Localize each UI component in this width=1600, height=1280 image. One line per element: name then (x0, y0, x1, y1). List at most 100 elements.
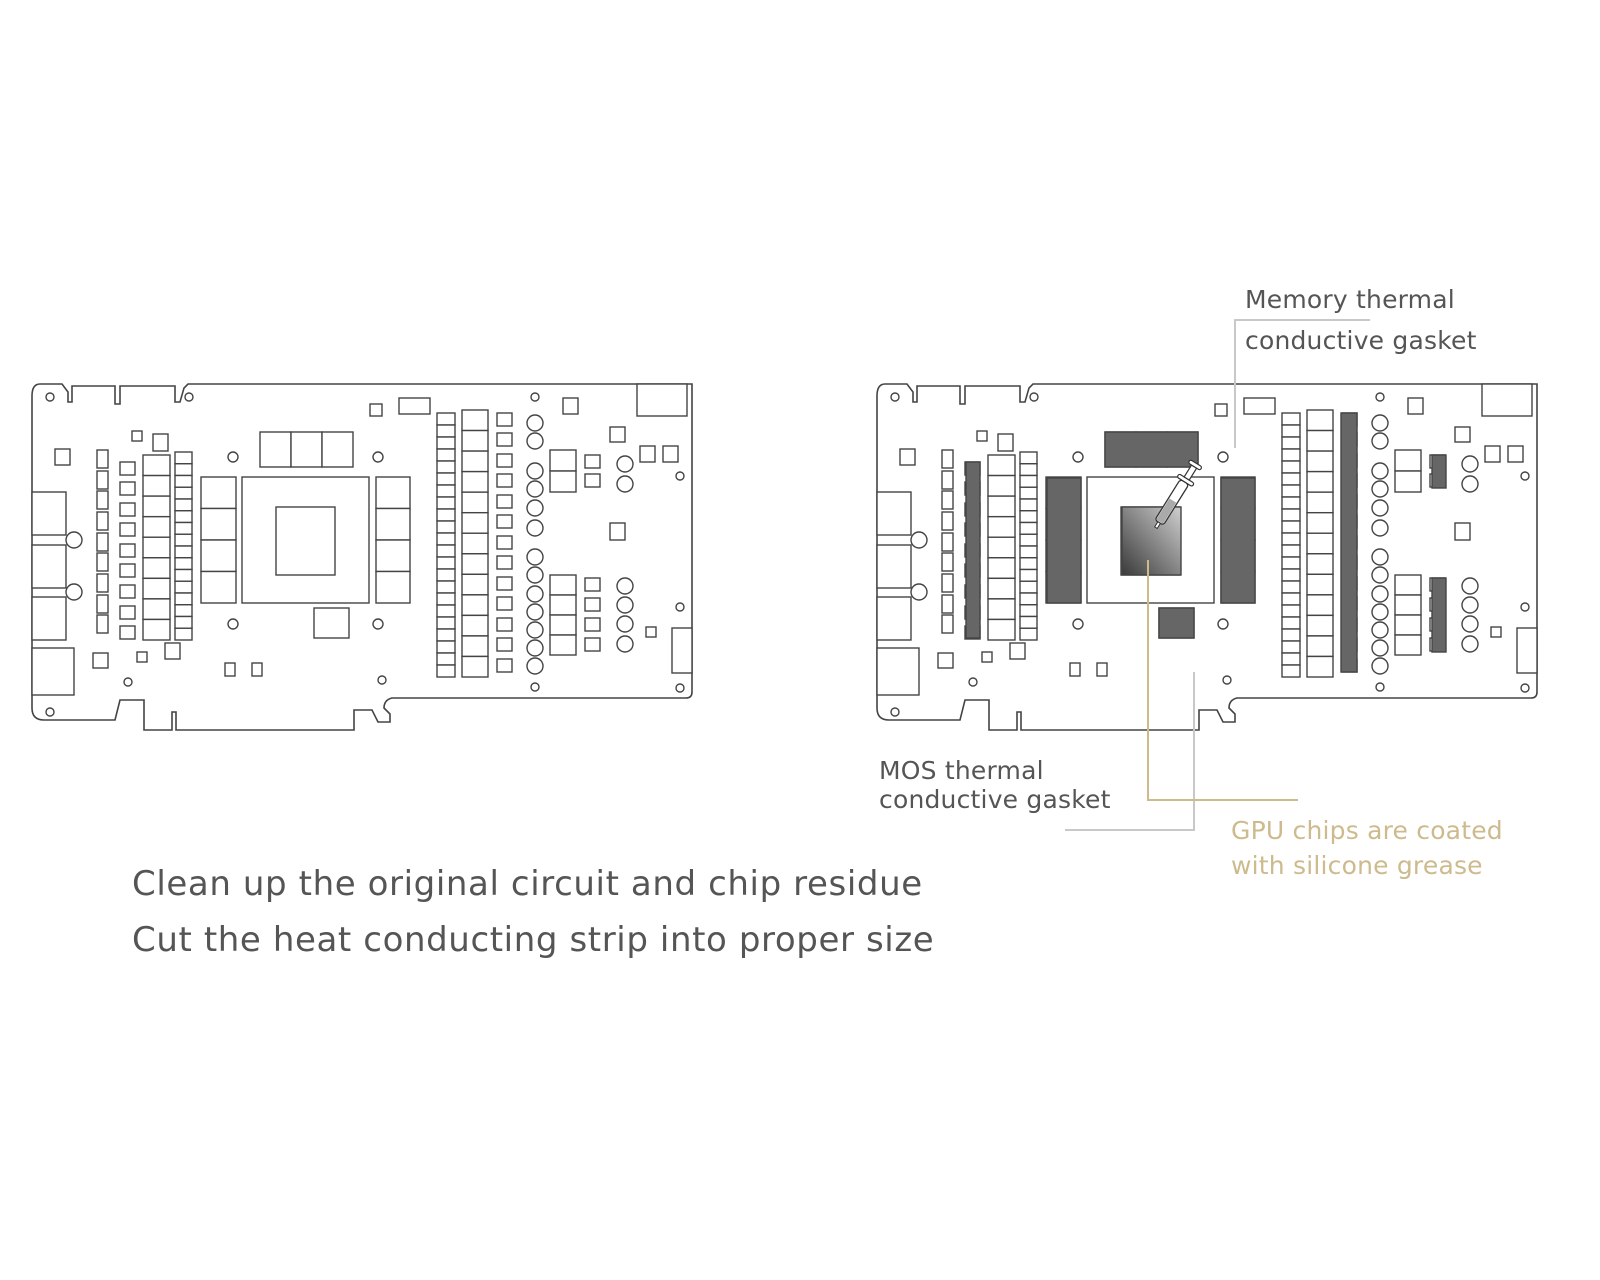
mosfet (549, 470, 577, 493)
port-screw-hole (910, 531, 928, 549)
choke-segment (174, 521, 193, 535)
choke-segment (436, 412, 456, 426)
component (609, 522, 626, 541)
choke-segment (174, 545, 193, 559)
power-connector (636, 383, 688, 417)
small-component (119, 502, 136, 517)
component (164, 642, 181, 660)
choke-segment (1019, 557, 1038, 571)
gpu-grease-label: GPU chips are coated with silicone greas… (1231, 816, 1503, 880)
choke-segment (1281, 472, 1301, 486)
choke-segment (1019, 451, 1038, 465)
choke-segment (174, 474, 193, 488)
choke-segment (1281, 436, 1301, 450)
choke-segment (1281, 556, 1301, 570)
mos-thermal-gasket (965, 461, 981, 639)
screw-hole (184, 392, 194, 402)
choke-segment (1281, 448, 1301, 462)
mosfet (1394, 574, 1422, 596)
mosfet (142, 454, 171, 477)
mos-thermal-gasket (1431, 454, 1447, 489)
small-component (496, 617, 513, 632)
gpu-mount-hole (227, 451, 239, 463)
mosfet (1306, 511, 1334, 534)
choke-segment (1281, 460, 1301, 474)
gpu-die (275, 506, 336, 576)
mosfet (461, 553, 489, 576)
mosfet (987, 474, 1016, 497)
capacitor (96, 573, 109, 593)
choke-segment (1019, 510, 1038, 524)
component (1096, 662, 1108, 677)
screw-hole (45, 392, 55, 402)
choke-segment (436, 472, 456, 486)
mosfet (1306, 655, 1334, 678)
choke-segment (1019, 533, 1038, 547)
small-component (496, 412, 513, 427)
controller-chip (313, 607, 350, 639)
capacitor-round (1461, 635, 1479, 653)
mosfet (142, 536, 171, 559)
choke-segment (1281, 640, 1301, 654)
component (1490, 626, 1502, 638)
capacitor-round (1371, 519, 1389, 537)
choke-segment (174, 486, 193, 500)
capacitor-round (1371, 621, 1389, 639)
choke-segment (436, 628, 456, 642)
screw-hole (968, 677, 978, 687)
gpu-die-with-grease (1121, 506, 1182, 576)
small-component (119, 625, 136, 640)
graphics-card-board-before (31, 383, 693, 731)
small-component (496, 535, 513, 550)
choke-segment (1019, 604, 1038, 618)
mosfet (1306, 614, 1334, 637)
choke-segment (436, 484, 456, 498)
choke-segment (436, 508, 456, 522)
mosfet (1306, 450, 1334, 473)
component (251, 662, 263, 677)
capacitor-round (616, 596, 634, 614)
capacitor (96, 511, 109, 531)
choke-segment (174, 615, 193, 629)
mosfet (461, 450, 489, 473)
capacitor-round (1461, 596, 1479, 614)
capacitor-round (616, 615, 634, 633)
memory-thermal-gasket (1046, 477, 1082, 604)
capacitor-round (1371, 462, 1389, 480)
mosfet (1394, 449, 1422, 472)
component (937, 652, 954, 669)
capacitor-round (1371, 414, 1389, 432)
mosfet (549, 449, 577, 472)
capacitor-round (526, 519, 544, 537)
mos-thermal-gasket (1431, 577, 1447, 653)
capacitor (941, 614, 954, 634)
memory-chip (321, 431, 354, 468)
grease-syringe-icon (1153, 459, 1202, 530)
mosfet (549, 634, 577, 656)
mosfet (987, 454, 1016, 477)
choke-segment (174, 451, 193, 465)
choke-segment (1281, 544, 1301, 558)
component (224, 662, 236, 677)
gpu-mount-hole (1217, 618, 1229, 630)
screw-hole (1375, 392, 1385, 402)
mosfet (1306, 532, 1334, 555)
capacitor-round (526, 603, 544, 621)
choke-segment (436, 568, 456, 582)
choke-segment (436, 448, 456, 462)
instruction-line-2: Cut the heat conducting strip into prope… (132, 920, 935, 960)
capacitor-round (1371, 585, 1389, 603)
capacitor (96, 449, 109, 469)
choke-segment (436, 580, 456, 594)
capacitor-round (616, 455, 634, 473)
choke-segment (436, 544, 456, 558)
memory-chip (259, 431, 292, 468)
screw-hole (1222, 675, 1232, 685)
component (92, 652, 109, 669)
choke-segment (174, 627, 193, 641)
choke-segment (1281, 520, 1301, 534)
graphics-card-board-after (876, 383, 1538, 731)
component (1454, 426, 1471, 443)
gpu-mount-hole (372, 618, 384, 630)
syringe-grease (1156, 498, 1177, 524)
